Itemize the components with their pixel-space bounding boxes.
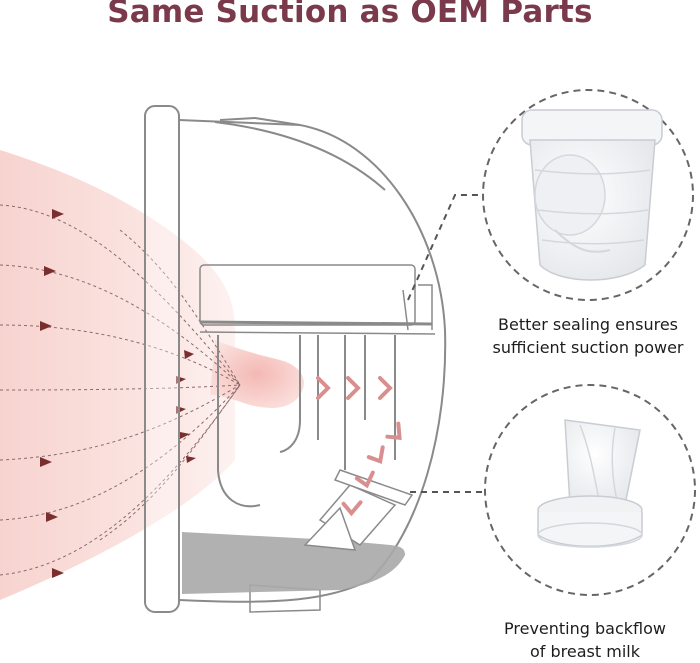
flow-arrow-icon xyxy=(186,456,196,463)
caption-line: Preventing backflow xyxy=(504,619,666,638)
chevron-down-icon xyxy=(385,421,402,440)
flow-arrow-icon xyxy=(44,266,56,276)
flow-arrow-icon xyxy=(40,457,52,467)
flow-arrow-icon xyxy=(180,432,190,439)
caption-line: Better sealing ensures xyxy=(498,315,678,334)
breast-shape xyxy=(0,150,304,600)
flow-lines xyxy=(0,204,241,576)
chevron-right-icon xyxy=(346,376,361,400)
flow-arrow-icon xyxy=(52,568,64,578)
flow-arrow-icon xyxy=(40,321,52,331)
chevron-down-icon xyxy=(354,470,375,489)
flow-arrow-icon xyxy=(46,512,58,522)
chevron-down-icon xyxy=(366,445,385,464)
chevron-right-icon xyxy=(316,376,331,400)
caption-line: sufficient suction power xyxy=(492,338,684,357)
pump-body xyxy=(144,105,447,613)
chevron-down-icon xyxy=(341,500,363,517)
pump-valve xyxy=(303,469,414,551)
caption-line: of breast milk xyxy=(530,642,640,661)
membrane-caption: Better sealing ensures sufficient suctio… xyxy=(470,313,700,359)
flow-arrow-icon xyxy=(184,350,194,359)
suction-chevrons xyxy=(316,376,402,517)
page-title: Same Suction as OEM Parts xyxy=(107,0,593,30)
duckbill-valve-part-image xyxy=(537,419,643,548)
milk-level xyxy=(182,532,405,594)
valve-caption: Preventing backflow of breast milk xyxy=(480,617,690,663)
callout-lines xyxy=(407,194,490,493)
flow-arrow-icon xyxy=(52,209,64,219)
chevron-right-icon xyxy=(378,376,393,400)
membrane-part-image xyxy=(521,109,663,281)
